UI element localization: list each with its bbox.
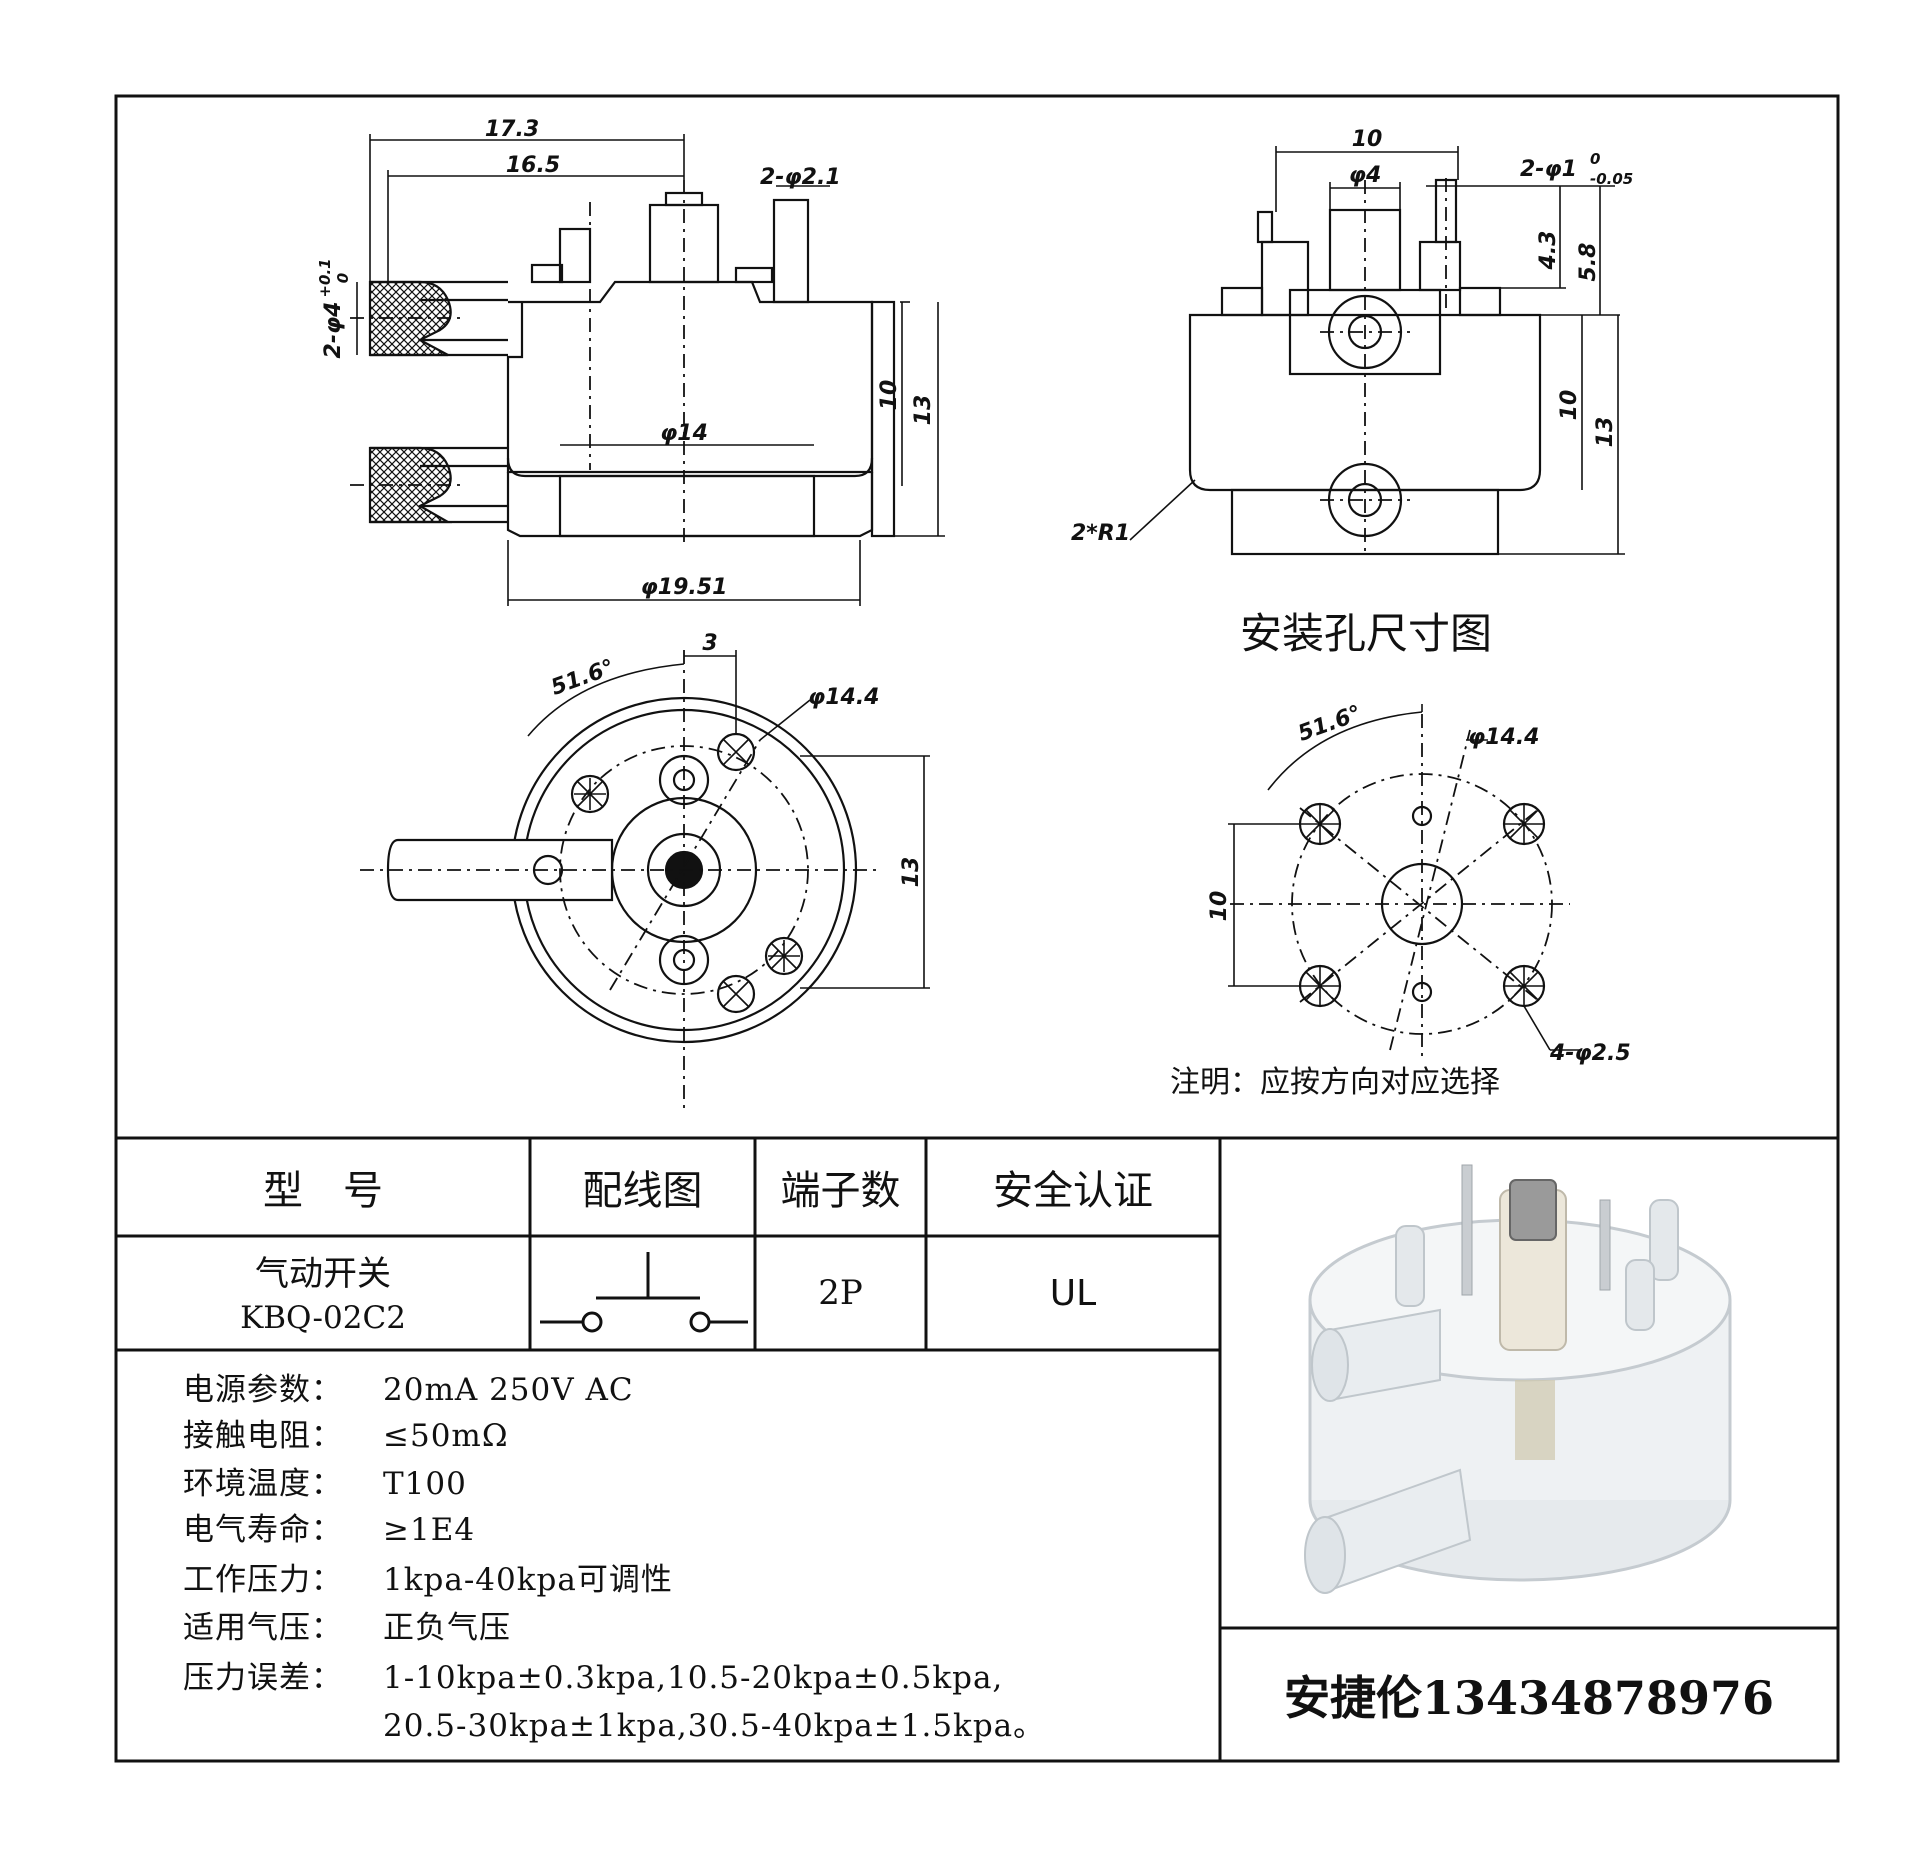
header-wiring: 配线图 <box>582 1168 703 1214</box>
certification-value: UL <box>1049 1272 1097 1314</box>
dim-front-phi4: φ4 <box>1349 163 1382 188</box>
front-view-centerlines <box>1320 178 1447 556</box>
dim-top-3: 3 <box>702 631 717 656</box>
dim-front-2-phi1: 2-φ1 <box>1520 157 1577 182</box>
spec-value: 1kpa-40kpa可调性 <box>383 1562 673 1598</box>
spec-table-grid <box>116 1136 1838 1761</box>
dim-top-phi14-4: φ14.4 <box>808 685 880 710</box>
dim-front-4-3: 4.3 <box>1536 231 1561 271</box>
dim-phi19-51: φ19.51 <box>641 575 728 600</box>
spec-row: 环境温度： T100 <box>183 1458 467 1503</box>
dim-17-3: 17.3 <box>485 117 539 142</box>
dim-front-10: 10 <box>1352 127 1383 152</box>
orientation-note: 注明：应按方向对应选择 <box>1170 1065 1500 1100</box>
mount-hole-centerlines <box>1230 714 1570 1060</box>
dim-front-r1: 2*R1 <box>1071 521 1130 546</box>
side-view-centerlines <box>350 180 685 545</box>
dim-front-2-phi1-tol-lo: -0.05 <box>1590 170 1633 188</box>
dim-mount-phi14-4: φ14.4 <box>1468 725 1540 750</box>
spec-value: T100 <box>383 1466 467 1502</box>
spec-row: 压力误差： 1-10kpa±0.3kpa,10.5-20kpa±0.5kpa, <box>183 1652 1003 1697</box>
dim-phi14: φ14 <box>660 421 708 446</box>
spec-label: 环境温度： <box>183 1466 343 1502</box>
spec-value: 1-10kpa±0.3kpa,10.5-20kpa±0.5kpa, <box>383 1660 1004 1696</box>
spec-row: 电源参数： 20mA 250V AC <box>183 1364 634 1409</box>
header-terminals: 端子数 <box>780 1168 901 1214</box>
spec-row: 电气寿命： ≥1E4 <box>183 1504 475 1549</box>
top-view-centerlines <box>360 650 880 1110</box>
header-certification: 安全认证 <box>993 1168 1153 1214</box>
side-view-drawing <box>368 191 896 538</box>
spec-value: 20.5-30kpa±1kpa,30.5-40kpa±1.5kpa。 <box>383 1708 1046 1744</box>
top-view-dimensions <box>527 650 930 989</box>
dim-front-5-8: 5.8 <box>1576 243 1601 282</box>
spec-label: 电源参数： <box>183 1372 343 1408</box>
dim-top-13: 13 <box>899 857 924 888</box>
spec-label: 适用气压： <box>183 1610 343 1646</box>
product-photo <box>1304 1164 1732 1594</box>
dim-2-phi4-tol-up: +0.1 <box>316 258 334 297</box>
dim-13: 13 <box>911 395 936 426</box>
spec-value: 正负气压 <box>383 1610 511 1646</box>
dim-mount-angle: 51.6° <box>1295 701 1365 747</box>
spec-label: 压力误差： <box>183 1660 343 1696</box>
spec-label: 电气寿命： <box>183 1512 343 1548</box>
dim-mount-10: 10 <box>1207 891 1232 922</box>
dim-top-angle: 51.6° <box>548 655 618 701</box>
dim-2-phi4-tol-lo: 0 <box>334 273 352 283</box>
mount-hole-dimensions <box>1228 704 1582 1051</box>
dim-2-phi4: 2-φ4 <box>321 302 346 359</box>
wiring-diagram <box>540 1252 748 1333</box>
side-view-dimensions <box>356 134 945 606</box>
spec-row: 接触电阻： ≤50mΩ <box>183 1410 509 1455</box>
contact-line: 安捷伦13434878976 <box>1283 1670 1775 1725</box>
spec-row-continued: 20.5-30kpa±1kpa,30.5-40kpa±1.5kpa。 <box>383 1700 1045 1745</box>
dim-front-10-side: 10 <box>1557 390 1582 421</box>
spec-row: 适用气压： 正负气压 <box>183 1602 511 1647</box>
front-view-dimensions <box>1129 146 1625 555</box>
spec-value: ≤50mΩ <box>383 1418 509 1454</box>
model-code: KBQ-02C2 <box>240 1300 406 1336</box>
dim-10: 10 <box>877 380 902 411</box>
model-name: 气动开关 <box>255 1253 391 1294</box>
dim-16-5: 16.5 <box>506 153 560 178</box>
dim-front-2-phi1-tol-up: 0 <box>1590 150 1600 168</box>
dim-mount-holes: 4-φ2.5 <box>1549 1041 1631 1066</box>
dim-2-phi2-1: 2-φ2.1 <box>760 165 841 190</box>
sheet-border <box>114 94 1840 1763</box>
spec-row: 工作压力： 1kpa-40kpa可调性 <box>183 1554 673 1599</box>
spec-value: 20mA 250V AC <box>383 1372 634 1408</box>
spec-label: 工作压力： <box>183 1562 343 1598</box>
dim-front-13-side: 13 <box>1593 417 1618 448</box>
mount-hole-title: 安装孔尺寸图 <box>1240 609 1492 658</box>
header-model: 型 号 <box>263 1168 383 1214</box>
terminal-count: 2P <box>818 1273 863 1313</box>
spec-value: ≥1E4 <box>383 1512 476 1548</box>
spec-label: 接触电阻： <box>183 1418 343 1454</box>
